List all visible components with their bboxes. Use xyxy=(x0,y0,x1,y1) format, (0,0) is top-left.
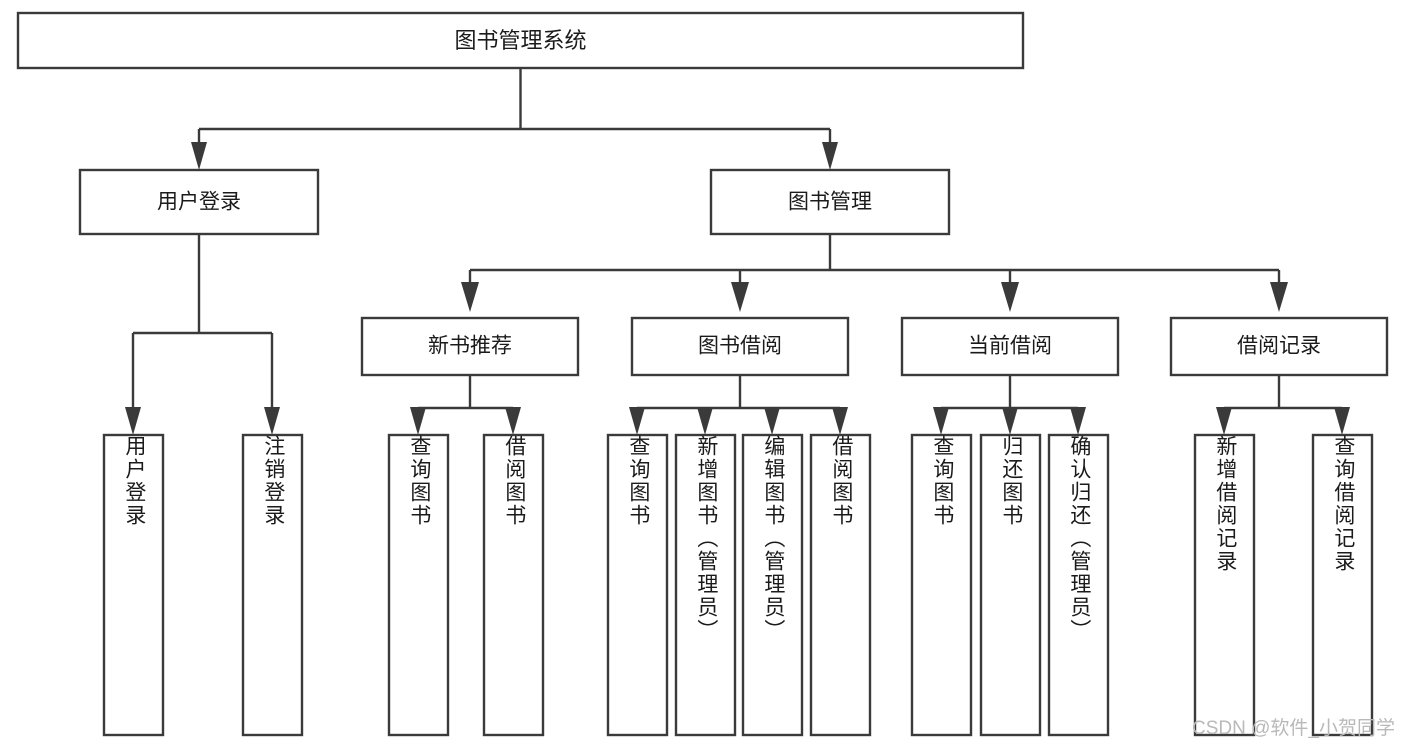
leaf-box-book-borrow-4[interactable] xyxy=(809,433,872,737)
arrow-borrow-record-leaf-2-icon xyxy=(1334,407,1350,435)
arrow-borrow-record-leaf-1-icon xyxy=(1216,407,1232,435)
edge-group-root-to-level1 xyxy=(191,68,838,170)
node-root-label: 图书管理系统 xyxy=(454,28,586,53)
node-user-login[interactable]: 用户登录 xyxy=(78,168,320,236)
arrow-to-current-borrow-icon xyxy=(1001,282,1019,312)
node-current-borrow-box[interactable] xyxy=(900,316,1120,377)
leaf-box-new-book-1[interactable] xyxy=(387,433,450,737)
edge-group-new-book-children xyxy=(410,375,521,435)
arrow-book-borrow-leaf-2-icon xyxy=(697,407,713,435)
node-borrow-record[interactable]: 借阅记录 xyxy=(1169,316,1389,377)
arrow-user-login-leaf-2-icon xyxy=(264,407,280,435)
arrow-to-book-borrow-icon xyxy=(731,282,749,312)
node-book-management-box[interactable] xyxy=(709,168,951,236)
arrow-to-user-login-icon xyxy=(191,142,207,170)
arrow-to-book-mgmt-icon xyxy=(822,142,838,170)
edge-group-borrow-record-children xyxy=(1216,375,1350,435)
leaf-box-current-borrow-2[interactable] xyxy=(979,433,1042,737)
leaf-box-current-borrow-3[interactable] xyxy=(1047,433,1110,737)
edge-group-book-mgmt-children xyxy=(461,234,1288,312)
csdn-watermark: CSDN @软件_小贺同学 xyxy=(1192,718,1395,739)
leaf-box-borrow-record-1[interactable] xyxy=(1193,433,1256,737)
arrow-new-book-leaf-2-icon xyxy=(505,407,521,435)
node-book-borrow-box[interactable] xyxy=(630,316,850,377)
edge-group-book-borrow-children xyxy=(629,375,848,435)
node-book-borrow[interactable]: 图书借阅 xyxy=(630,316,850,377)
leaf-box-book-borrow-1[interactable] xyxy=(606,433,669,737)
node-book-management[interactable]: 图书管理 xyxy=(709,168,951,236)
arrow-new-book-leaf-1-icon xyxy=(410,407,426,435)
leaf-box-new-book-2[interactable] xyxy=(482,433,545,737)
leaf-box-book-borrow-2[interactable] xyxy=(674,433,737,737)
node-new-book-recommend-label: 新书推荐 xyxy=(428,335,512,358)
leaf-box-book-borrow-3[interactable] xyxy=(741,433,804,737)
node-current-borrow[interactable]: 当前借阅 xyxy=(900,316,1120,377)
leaf-box-current-borrow-1[interactable] xyxy=(910,433,973,737)
edge-group-user-login-children xyxy=(125,234,280,435)
arrow-current-borrow-leaf-3-icon xyxy=(1070,407,1086,435)
node-borrow-record-box[interactable] xyxy=(1169,316,1389,377)
node-new-book-recommend-box[interactable] xyxy=(360,316,580,377)
node-user-login-label: 用户登录 xyxy=(157,191,241,214)
arrow-user-login-leaf-1-icon xyxy=(125,407,141,435)
leaf-box-user-login-1[interactable] xyxy=(102,433,165,737)
arrow-book-borrow-leaf-4-icon xyxy=(832,407,848,435)
node-borrow-record-label: 借阅记录 xyxy=(1237,335,1321,358)
node-book-borrow-label: 图书借阅 xyxy=(698,335,782,358)
node-current-borrow-label: 当前借阅 xyxy=(968,335,1052,358)
arrow-current-borrow-leaf-1-icon xyxy=(933,407,949,435)
node-root[interactable]: 图书管理系统 xyxy=(16,11,1025,70)
leaf-box-borrow-record-2[interactable] xyxy=(1311,433,1374,737)
arrow-to-borrow-record-icon xyxy=(1270,282,1288,312)
arrow-to-new-book-icon xyxy=(461,282,479,312)
node-book-management-label: 图书管理 xyxy=(788,191,872,214)
node-user-login-box[interactable] xyxy=(78,168,320,236)
arrow-book-borrow-leaf-1-icon xyxy=(629,407,645,435)
leaf-box-user-login-2[interactable] xyxy=(241,433,304,737)
node-new-book-recommend[interactable]: 新书推荐 xyxy=(360,316,580,377)
edge-group-current-borrow-children xyxy=(933,375,1086,435)
arrow-book-borrow-leaf-3-icon xyxy=(764,407,780,435)
arrow-current-borrow-leaf-2-icon xyxy=(1002,407,1018,435)
leaf-box-group xyxy=(102,433,1374,737)
node-root-box[interactable] xyxy=(16,11,1025,70)
